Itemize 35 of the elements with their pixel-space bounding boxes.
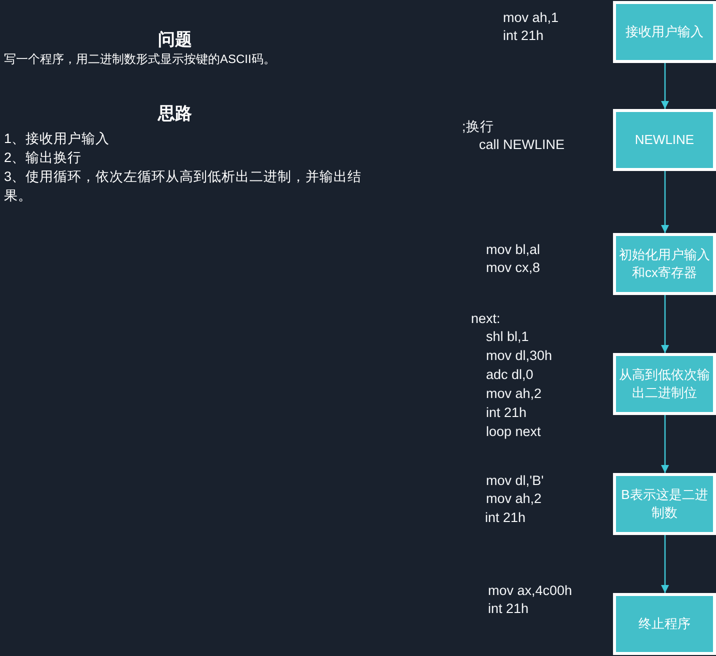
code-line: mov ah,1: [503, 8, 559, 26]
arrow: [661, 535, 669, 593]
code-line: adc dl,0: [486, 366, 534, 384]
code-line: mov bl,al: [486, 240, 540, 258]
process-box: 初始化用户输入和cx寄存器: [613, 233, 716, 295]
code-line: call NEWLINE: [479, 136, 565, 154]
code-line: mov ah,2: [486, 490, 542, 508]
code-line: int 21h: [503, 27, 544, 46]
code-line: mov dl,30h: [486, 347, 552, 366]
paragraph: 写一个程序，用二进制数形式显示按键的ASCII码。: [4, 51, 276, 68]
code-line: next:: [471, 310, 500, 328]
section-heading: 思路: [158, 103, 192, 125]
process-box: 终止程序: [613, 593, 716, 655]
code-line: mov cx,8: [486, 259, 540, 278]
code-line: int 21h: [485, 509, 526, 528]
process-box: 接收用户输入: [613, 1, 716, 63]
section-heading: 问题: [158, 29, 192, 51]
process-box: 从高到低依次输出二进制位: [613, 353, 716, 415]
code-line: shl bl,1: [486, 328, 529, 346]
code-line: ;换行: [462, 118, 494, 136]
process-box: B表示这是二进制数: [613, 473, 716, 535]
code-line: mov dl,'B': [486, 472, 544, 490]
code-line: int 21h: [486, 404, 527, 422]
list-item: 1、接收用户输入: [4, 130, 110, 148]
arrow: [661, 415, 669, 473]
code-line: mov ah,2: [486, 385, 542, 404]
arrow: [661, 171, 669, 233]
code-line: mov ax,4c00h: [488, 582, 572, 600]
list-item: 2、输出换行: [4, 148, 82, 166]
arrow: [661, 63, 669, 109]
list-item: 3、使用循环，依次左循环从高到低析出二进制，并输出结果。: [4, 168, 363, 204]
code-line: loop next: [486, 422, 541, 441]
process-box: NEWLINE: [613, 109, 716, 171]
arrow: [661, 295, 669, 353]
code-line: int 21h: [488, 600, 529, 618]
